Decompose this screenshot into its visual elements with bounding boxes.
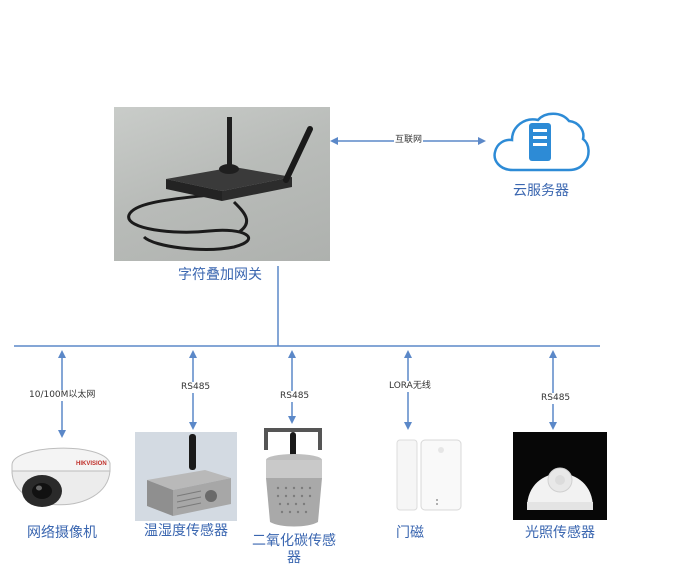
- light-sensor-image: [513, 432, 607, 520]
- gateway-label: 字符叠加网关: [178, 267, 262, 283]
- co2-sensor-image: [258, 426, 330, 530]
- temp-humidity-sensor-image: [135, 432, 237, 521]
- internet-link-label: 互联网: [394, 135, 424, 146]
- device-label-door: 门磁: [396, 525, 424, 541]
- ethernet-link-label: 10/100M以太网: [28, 390, 97, 401]
- lora-link-label: LORA无线: [388, 381, 432, 392]
- device-label-co2: 二氧化碳传感器: [252, 533, 336, 566]
- rs485-temp-label: RS485: [180, 382, 212, 393]
- device-label-camera: 网络摄像机: [27, 525, 97, 541]
- cloud-label: 云服务器: [513, 183, 569, 199]
- device-label-light: 光照传感器: [525, 525, 595, 541]
- cloud-icon: [489, 108, 593, 176]
- device-label-temp-humidity: 温湿度传感器: [144, 523, 228, 539]
- gateway-photo: [114, 107, 330, 261]
- network-camera-image: HIKVISION: [6, 437, 116, 519]
- rs485-co2-label: RS485: [279, 391, 311, 402]
- camera-brand-text: HIKVISION: [76, 461, 107, 467]
- door-magnet-image: [393, 436, 465, 514]
- rs485-light-label: RS485: [540, 393, 572, 404]
